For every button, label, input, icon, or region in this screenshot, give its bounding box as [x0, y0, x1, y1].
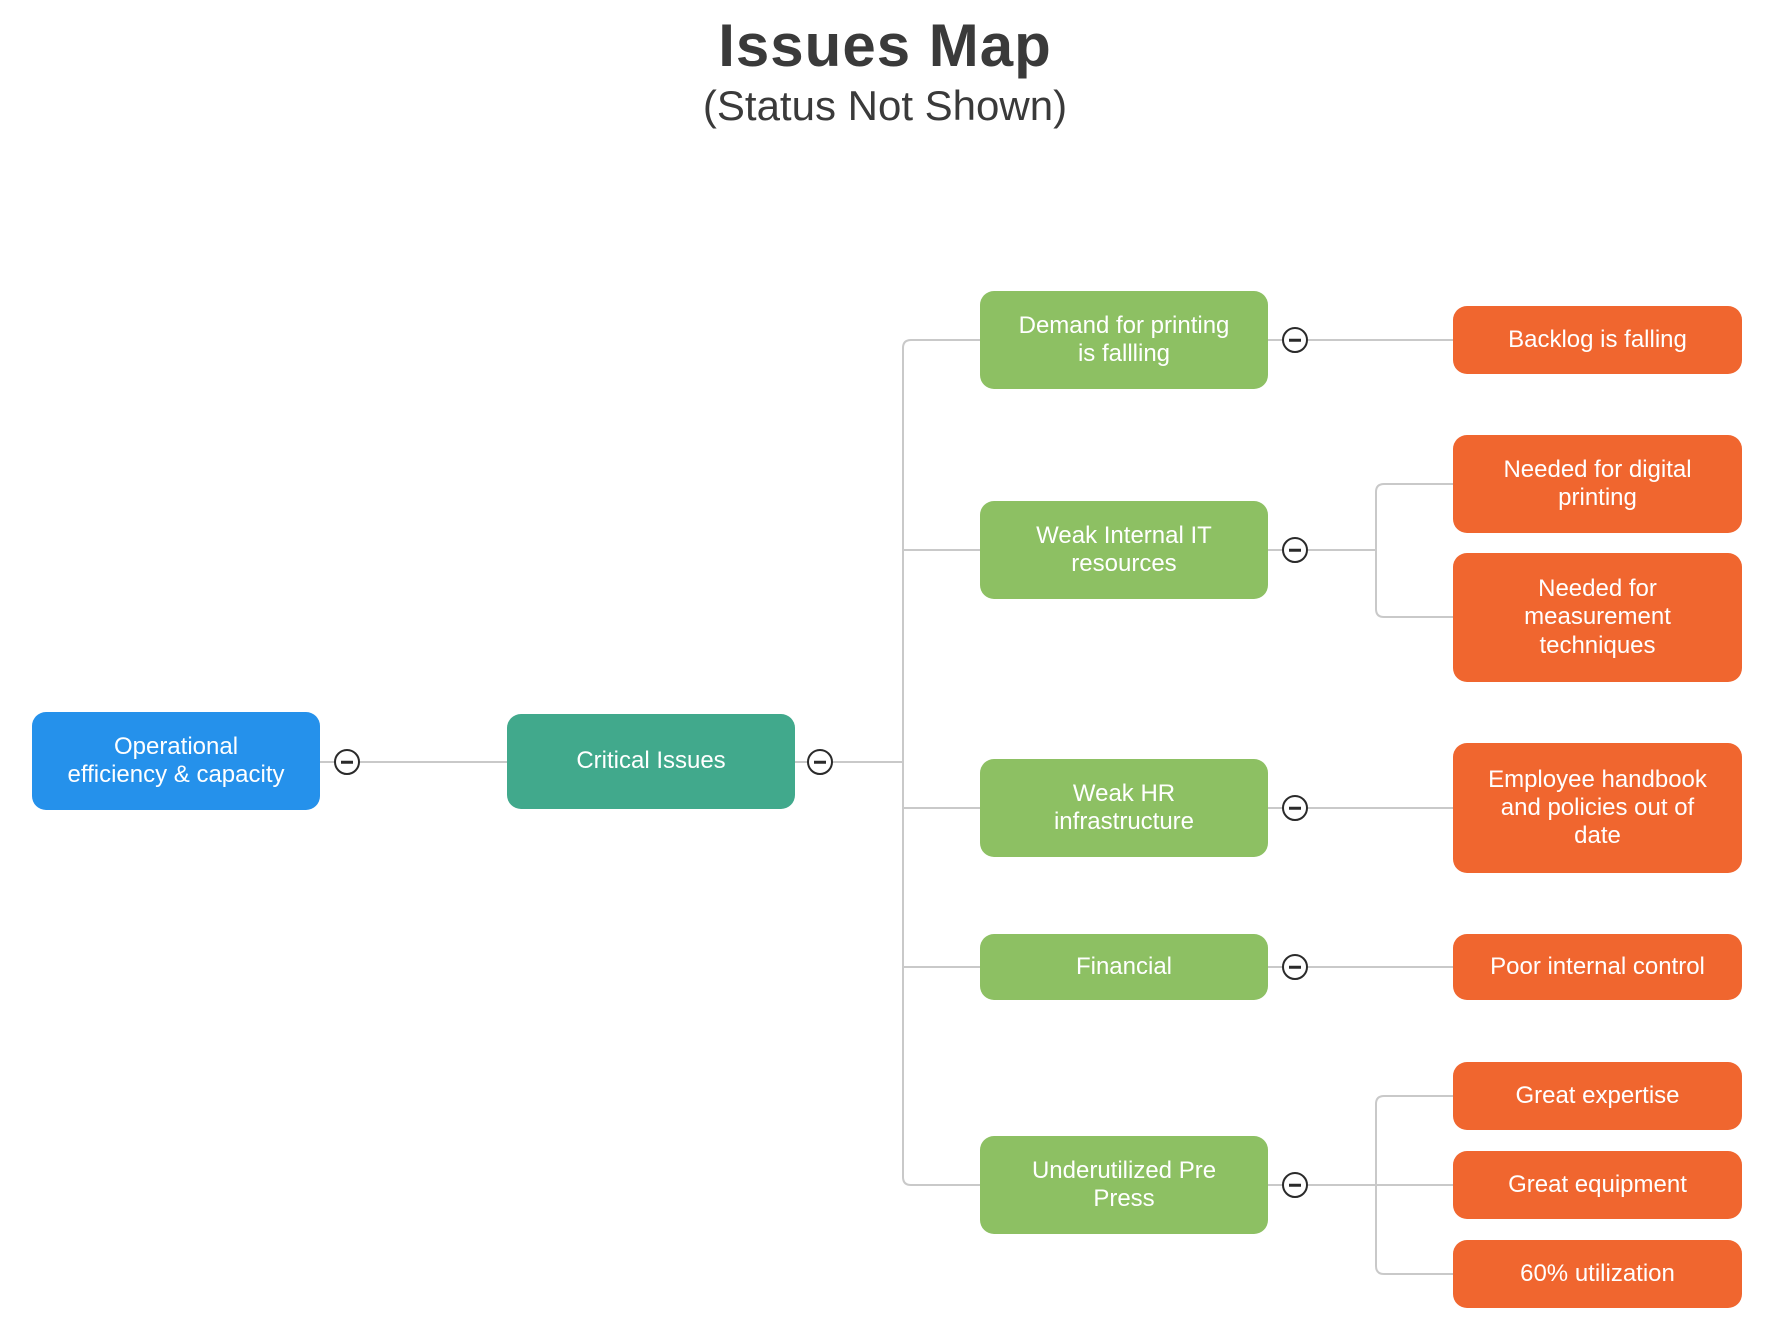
node-operational-efficiency[interactable]: Operational efficiency & capacity — [32, 712, 320, 810]
connector-trunk — [902, 339, 980, 1186]
node-60-percent-utilization[interactable]: 60% utilization — [1453, 1240, 1742, 1308]
node-underutilized-pre-press[interactable]: Underutilized Pre Press — [980, 1136, 1268, 1234]
node-needed-measurement[interactable]: Needed for measurement techniques — [1453, 553, 1742, 682]
connector-it-bracket — [1375, 483, 1453, 618]
node-critical-issues[interactable]: Critical Issues — [507, 714, 795, 809]
node-demand-falling[interactable]: Demand for printing is fallling — [980, 291, 1268, 389]
minus-circle-icon-weak-hr[interactable] — [1282, 795, 1308, 821]
node-weak-it[interactable]: Weak Internal IT resources — [980, 501, 1268, 599]
minus-circle-icon-underutilized[interactable] — [1282, 1172, 1308, 1198]
minus-circle-icon-weak-it[interactable] — [1282, 537, 1308, 563]
minus-circle-icon-financial[interactable] — [1282, 954, 1308, 980]
minus-circle-icon-operational[interactable] — [334, 749, 360, 775]
node-weak-hr[interactable]: Weak HR infrastructure — [980, 759, 1268, 857]
minus-circle-icon-demand[interactable] — [1282, 327, 1308, 353]
node-needed-digital[interactable]: Needed for digital printing — [1453, 435, 1742, 533]
node-great-equipment[interactable]: Great equipment — [1453, 1151, 1742, 1219]
connector-underutilized-bracket — [1375, 1095, 1453, 1275]
node-backlog-falling[interactable]: Backlog is falling — [1453, 306, 1742, 374]
node-financial[interactable]: Financial — [980, 934, 1268, 1000]
node-great-expertise[interactable]: Great expertise — [1453, 1062, 1742, 1130]
minus-circle-icon-critical[interactable] — [807, 749, 833, 775]
node-employee-handbook[interactable]: Employee handbook and policies out of da… — [1453, 743, 1742, 873]
node-poor-internal-control[interactable]: Poor internal control — [1453, 934, 1742, 1000]
